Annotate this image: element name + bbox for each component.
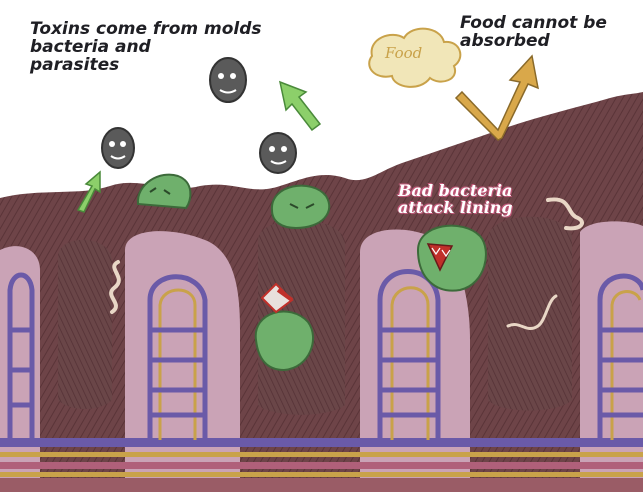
- blood-vessel-band: [0, 438, 643, 447]
- toxins-caption-line-1: Toxins come from molds: [30, 20, 262, 38]
- bacteria-blob-icon: [272, 186, 329, 228]
- bacteria-blob-icon: [138, 175, 191, 208]
- toxin-blob-icon: [102, 128, 134, 168]
- lacteal-band: [0, 452, 643, 457]
- toxins-caption-line-3: parasites: [30, 56, 262, 74]
- bacteria-blob-icon: [418, 226, 486, 291]
- food-caption-line-1: Food cannot be: [460, 14, 607, 32]
- toxins-caption: Toxins come from molds bacteria and para…: [30, 20, 262, 74]
- bad-bacteria-caption-line-2: attack lining: [398, 199, 513, 216]
- up-arrow-icon: [280, 82, 320, 130]
- toxins-caption-line-2: bacteria and: [30, 38, 262, 56]
- bad-bacteria-caption-line-1: Bad bacteria: [398, 182, 513, 199]
- food-cloud-label: Food: [385, 44, 422, 62]
- food-caption: Food cannot be absorbed: [460, 14, 607, 50]
- food-caption-line-2: absorbed: [460, 32, 607, 50]
- bad-bacteria-caption: Bad bacteria attack lining: [398, 182, 513, 217]
- toxin-blob-icon: [260, 133, 296, 173]
